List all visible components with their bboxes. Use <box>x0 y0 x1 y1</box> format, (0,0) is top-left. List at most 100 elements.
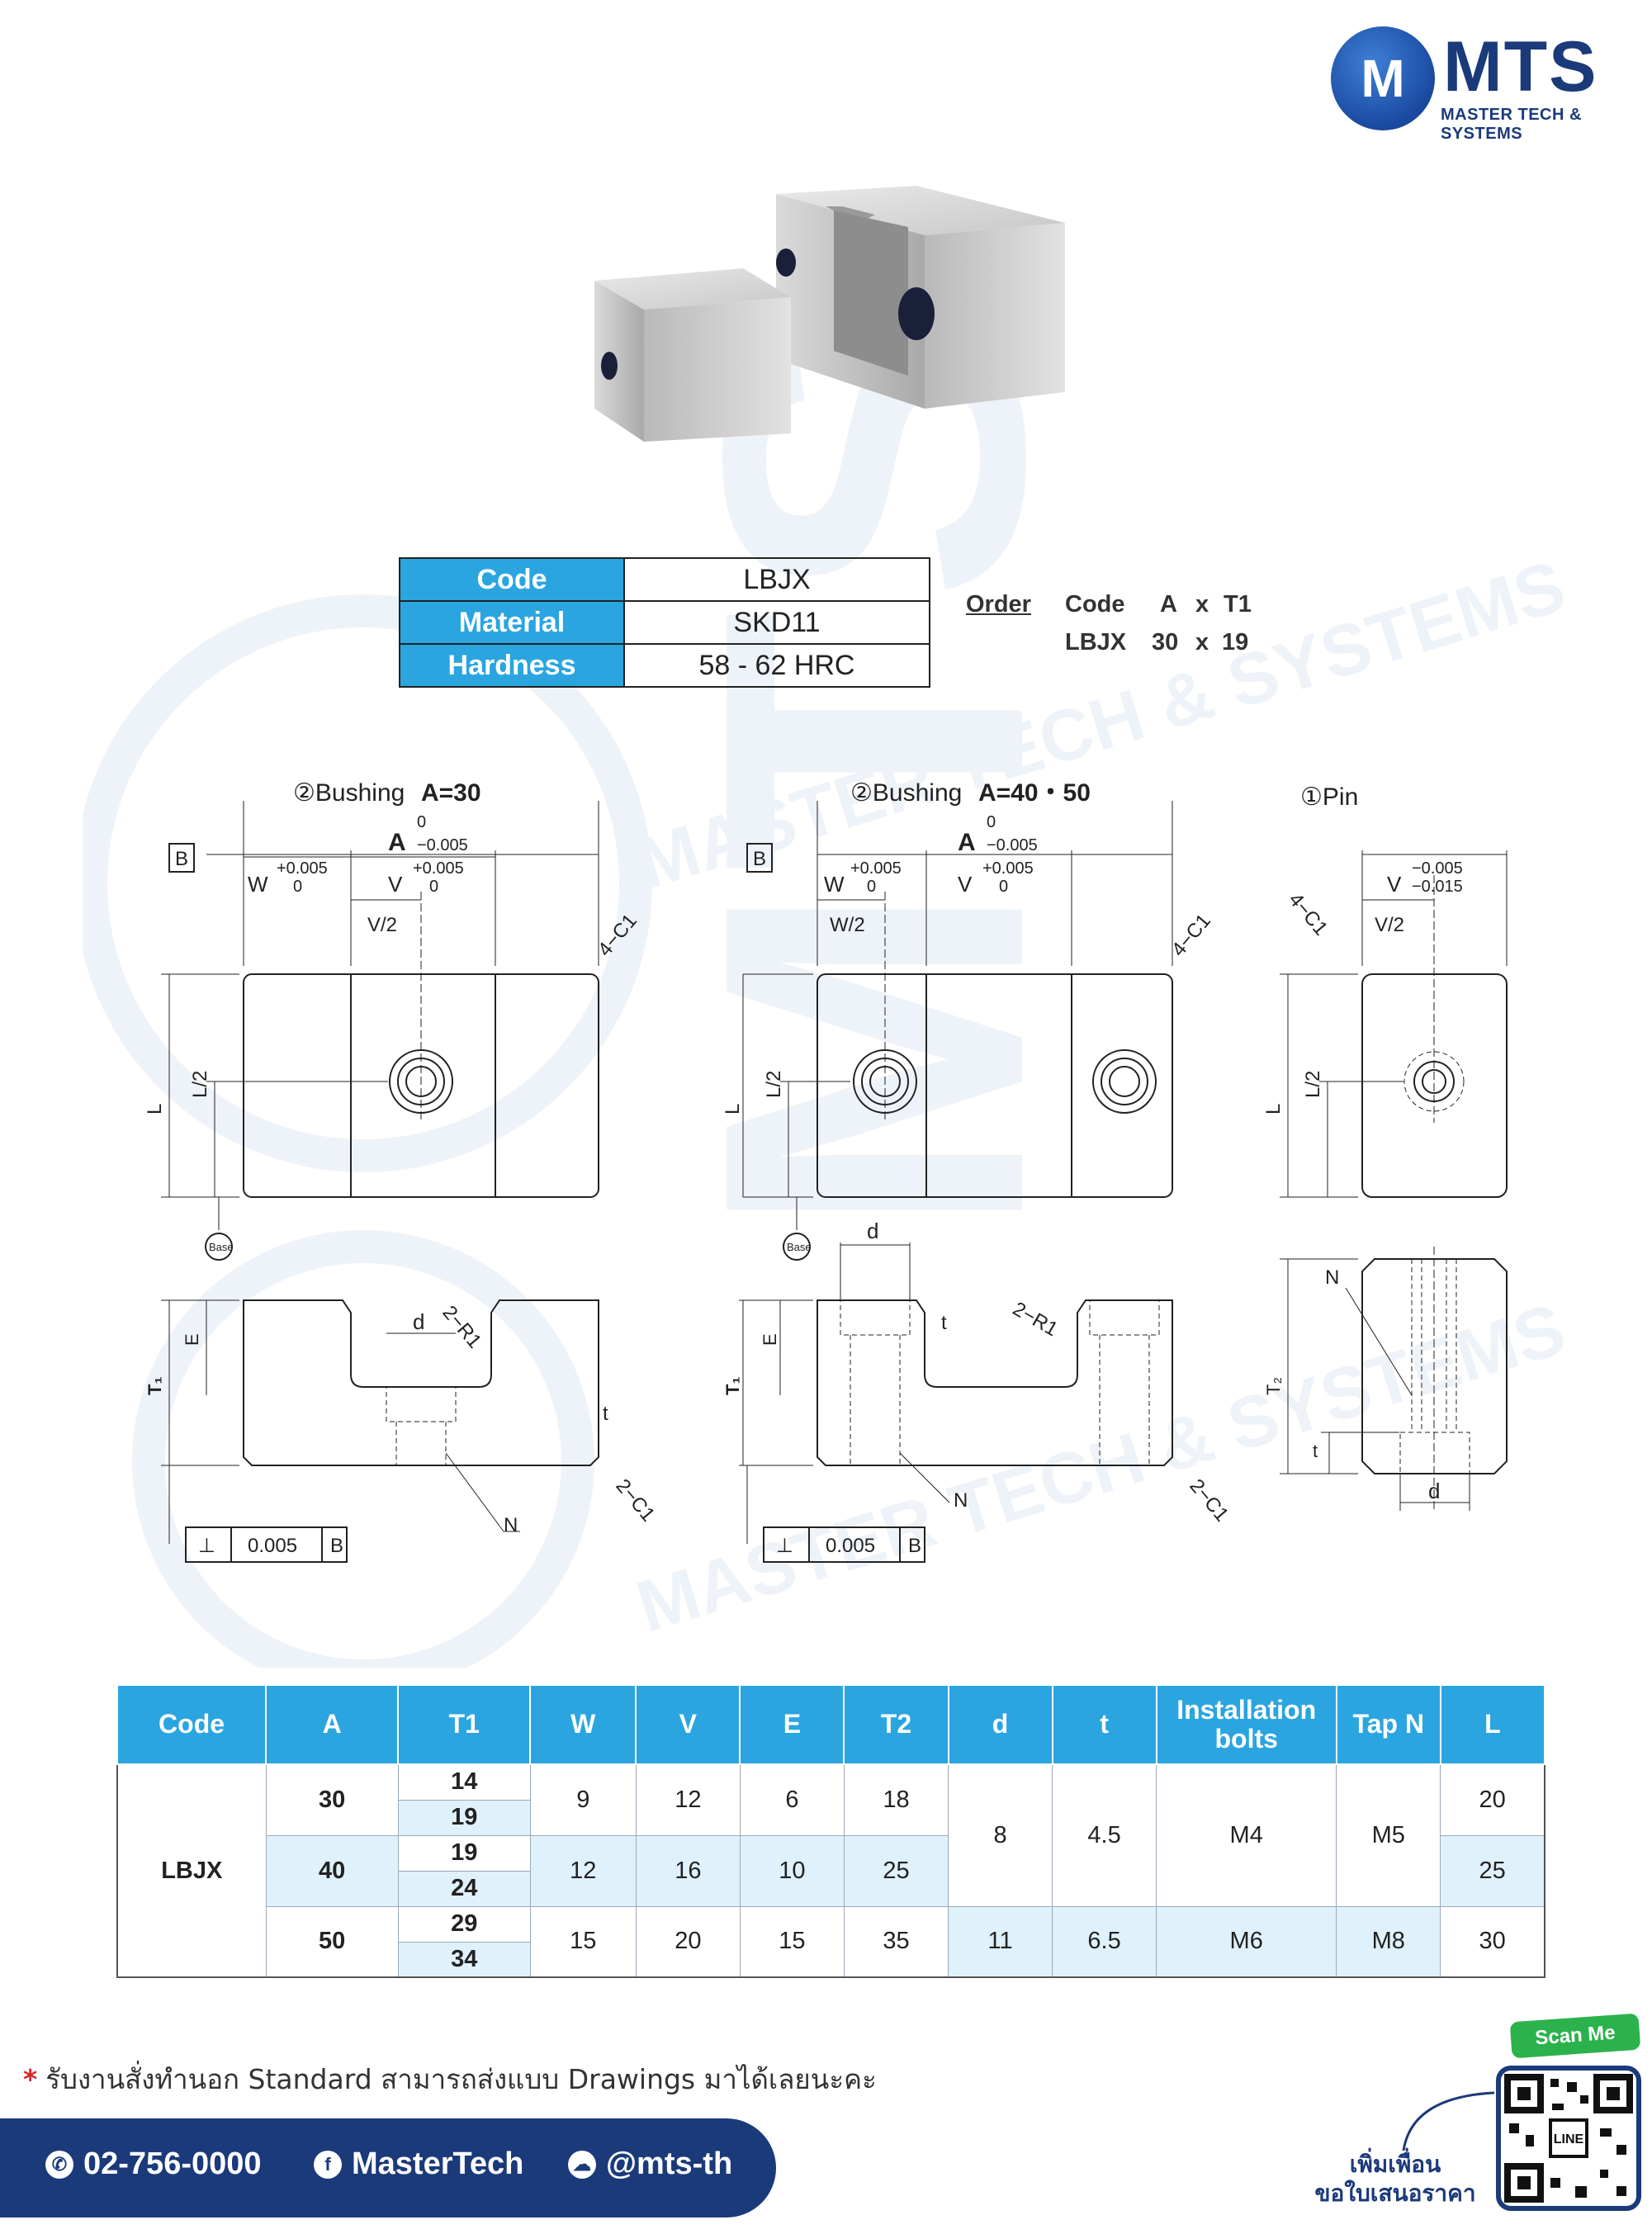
cell-v: 12 <box>635 1763 741 1836</box>
cell-tap: M8 <box>1336 1905 1441 1978</box>
dim-a-tol-top-4050: 0 <box>987 813 996 831</box>
cell-t: 4.5 <box>1052 1763 1157 1907</box>
col-bolts: Installation bolts <box>1155 1684 1337 1765</box>
dim-v-pin-tol-top: −0.005 <box>1412 859 1463 878</box>
cell-e: 10 <box>739 1834 845 1907</box>
cell-bolts: M4 <box>1156 1763 1337 1907</box>
dim-t1-30: T₁ <box>144 1376 165 1395</box>
cell-t1: 24 <box>397 1870 531 1907</box>
cell-t1: 14 <box>397 1763 531 1801</box>
col-t2: T2 <box>843 1684 949 1765</box>
scan-me-badge: Scan Me <box>1509 2013 1641 2059</box>
tap-n-pin: N <box>1325 1266 1339 1289</box>
cell-a: 30 <box>265 1763 399 1836</box>
cell-l: 30 <box>1440 1905 1545 1978</box>
dim-w-30: W <box>248 872 268 897</box>
pin-side-body <box>1361 1258 1508 1474</box>
dim-e-4050: E <box>760 1333 780 1346</box>
bushing4050-side-body <box>817 1299 1173 1466</box>
col-a: A <box>265 1684 400 1765</box>
dim-v-tol-bot-4050: 0 <box>999 878 1008 896</box>
table-row: 19 <box>117 1799 1545 1836</box>
dim-l-30: L <box>144 1104 166 1115</box>
note-text: รับงานสั่งทำนอก Standard สามารถส่งแบบ Dr… <box>45 2063 877 2095</box>
cell-t1: 29 <box>397 1905 531 1943</box>
cell-tap: M5 <box>1336 1763 1441 1907</box>
dim-l2-4050: L/2 <box>763 1071 785 1098</box>
chamfer2-30: 2−C1 <box>611 1475 659 1526</box>
dim-l2-pin: L/2 <box>1302 1071 1324 1098</box>
order-ex-x: x <box>1195 629 1209 656</box>
add-friend-line-2: ขอใบเสนอราคา <box>1314 2180 1476 2207</box>
dim-v-pin-tol-bot: −0.015 <box>1412 878 1463 896</box>
dim-a-tol-bot-30: −0.005 <box>417 836 468 854</box>
col-v: V <box>635 1684 741 1765</box>
order-ex-a: 30 <box>1152 629 1179 656</box>
perp-value-30: 0.005 <box>248 1535 297 1557</box>
dim-v-4050: V <box>958 872 973 897</box>
cell-a: 40 <box>265 1834 399 1907</box>
dim-a-4050: A <box>958 829 976 856</box>
dim-e-30: E <box>182 1333 202 1346</box>
line-qr-code[interactable]: LINE <box>1496 2066 1641 2211</box>
cell-w: 9 <box>529 1763 637 1836</box>
contact-line[interactable]: ☁@mts-th <box>568 2146 732 2182</box>
cell-t2: 25 <box>843 1834 949 1907</box>
cell-l: 20 <box>1440 1763 1545 1836</box>
cell-t: 6.5 <box>1052 1905 1157 1978</box>
table-row: 40 19 12 16 10 25 25 <box>117 1834 1545 1907</box>
perp-ref-4050: B <box>908 1535 921 1557</box>
order-label: Order <box>966 591 1031 618</box>
table-row: LBJX 30 14 9 12 6 18 8 4.5 M4 M5 20 <box>116 1763 1545 1978</box>
cell-v: 16 <box>635 1834 741 1907</box>
bushing4050-title: ②Bushing <box>850 779 962 807</box>
cell-t1: 19 <box>397 1799 531 1836</box>
dim-a-30: A <box>388 829 406 856</box>
star-icon: * <box>23 2063 38 2095</box>
facebook-icon: f <box>314 2150 342 2179</box>
col-d: d <box>947 1684 1053 1765</box>
pin-title: ①Pin <box>1300 783 1358 811</box>
datum-b-4050: B <box>753 848 766 870</box>
datum-b-30: B <box>175 848 188 870</box>
chamfer-pin: 4−C1 <box>1284 889 1332 940</box>
logo-mark: M <box>1361 49 1405 108</box>
add-friend-line-1: เพิ่มเพื่อน <box>1349 2151 1441 2178</box>
product-photo <box>594 186 1065 442</box>
dim-w-4050: W <box>824 872 845 897</box>
dim-w2-4050: W/2 <box>830 914 865 936</box>
dim-a-tol-bot-4050: −0.005 <box>987 836 1038 854</box>
cell-t1: 19 <box>397 1834 531 1872</box>
dim-t-pin: t <box>1313 1441 1318 1461</box>
dim-t-4050: t <box>941 1312 947 1334</box>
base-30: Base <box>209 1241 234 1253</box>
dim-w-tol-bot-4050: 0 <box>867 878 876 896</box>
cell-bolts: M6 <box>1156 1905 1337 1978</box>
cell-w: 12 <box>529 1834 637 1907</box>
contact-phone[interactable]: ✆02-756-0000 <box>45 2146 262 2182</box>
order-ex-code: LBJX <box>1065 629 1127 656</box>
dim-l-4050: L <box>722 1104 744 1115</box>
spec-label-hardness: Hardness <box>399 643 625 688</box>
cell-t2: 18 <box>843 1763 949 1836</box>
cell-l: 25 <box>1440 1834 1545 1907</box>
line-icon: ☁ <box>568 2150 596 2179</box>
dim-d-pin: d <box>1428 1479 1440 1503</box>
dim-v-tol-top-30: +0.005 <box>413 859 464 878</box>
bushing4050-top-body <box>817 973 1173 1198</box>
cell-w: 15 <box>529 1905 637 1978</box>
dim-t-30: t <box>603 1403 608 1425</box>
bushing30-title: ②Bushing <box>293 779 405 807</box>
logo-title: MTS <box>1443 27 1598 106</box>
cell-t2: 35 <box>843 1905 949 1978</box>
dim-v-tol-bot-30: 0 <box>429 878 438 896</box>
cell-a: 50 <box>265 1905 399 1978</box>
cell-v: 20 <box>635 1905 741 1978</box>
cell-d: 11 <box>947 1905 1053 1978</box>
dim-v-pin: V <box>1387 872 1402 897</box>
contact-bar <box>0 2118 776 2217</box>
col-t1: T1 <box>397 1684 532 1765</box>
perp-value-4050: 0.005 <box>826 1535 875 1557</box>
perp-ref-30: B <box>330 1535 343 1557</box>
